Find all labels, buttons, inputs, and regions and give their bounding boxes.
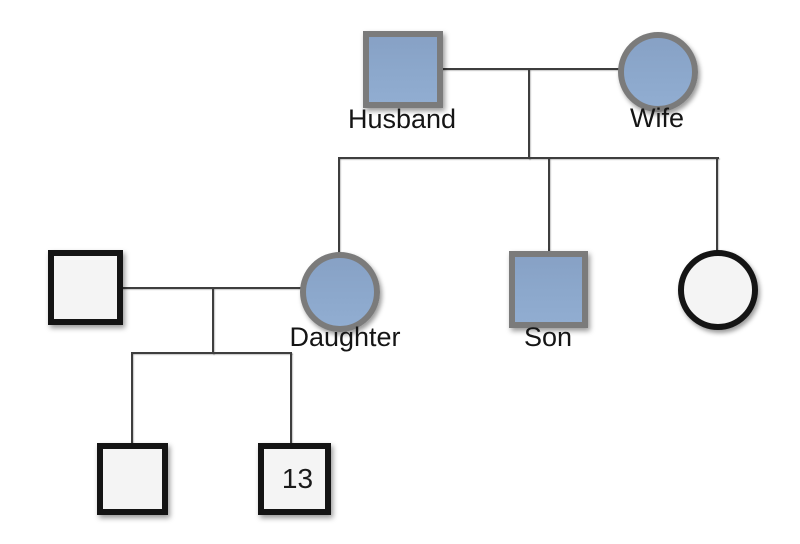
son-square xyxy=(509,251,588,328)
descent-line-parents xyxy=(528,69,530,159)
husband-square xyxy=(363,31,443,108)
descent-line-unlabeled-daughter xyxy=(716,158,718,252)
descent-line-son xyxy=(548,158,550,253)
wife-label: Wife xyxy=(630,103,684,133)
descent-line-daughter-couple xyxy=(212,288,214,354)
grandchild-left-square xyxy=(97,443,168,515)
couple-line-husband-wife xyxy=(441,68,620,70)
grandchild-age-value: 13 xyxy=(281,463,314,494)
wife-circle xyxy=(618,32,698,112)
daughter-partner-square xyxy=(48,250,123,325)
descent-line-daughter xyxy=(338,158,340,254)
son-label: Son xyxy=(523,322,573,352)
sibling-line-generation2 xyxy=(338,157,719,159)
couple-line-daughter-partner xyxy=(121,287,302,289)
daughter-circle xyxy=(300,252,380,332)
unlabeled-daughter-circle xyxy=(678,250,758,330)
husband-label: Husband xyxy=(347,104,457,134)
descent-line-grandchild-left xyxy=(131,353,133,444)
daughter-label: Daughter xyxy=(289,322,401,352)
descent-line-grandchild-right xyxy=(290,353,292,444)
sibling-line-generation3 xyxy=(131,352,292,354)
grandchild-right-square: 13 xyxy=(258,443,331,515)
